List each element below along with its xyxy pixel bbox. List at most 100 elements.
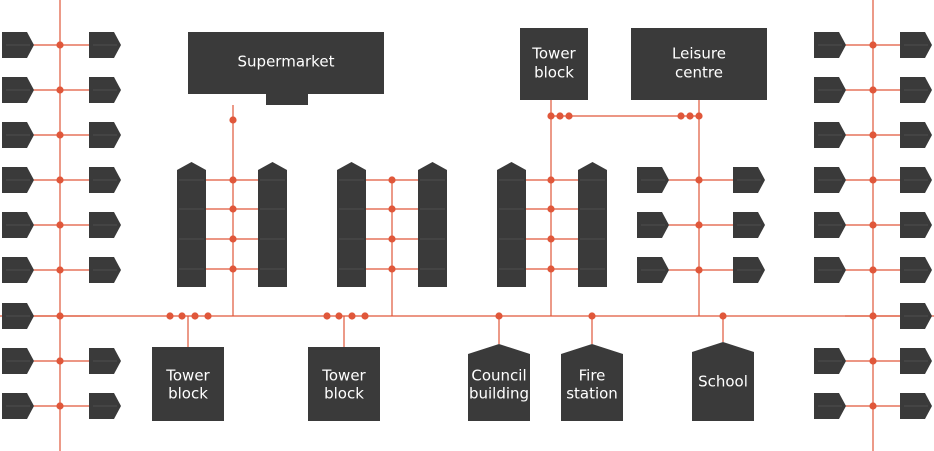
tower-block-a-label-line2: block: [168, 385, 208, 403]
house: [637, 257, 669, 283]
pipe-node: [869, 357, 877, 365]
houses-group: [2, 32, 932, 419]
house: [2, 122, 34, 148]
tower-block-small: [578, 162, 607, 287]
house: [900, 167, 932, 193]
tower-block-shape: [497, 162, 526, 287]
house: [89, 167, 121, 193]
council-building: Council building: [468, 344, 530, 421]
pipe-node: [695, 112, 703, 120]
pipe-node: [56, 266, 64, 274]
pipe-node: [869, 86, 877, 94]
leisure-centre-label-line1: Leisure: [672, 45, 726, 63]
pipe-node: [547, 265, 555, 273]
house: [2, 303, 34, 329]
pipe-node: [178, 312, 186, 320]
pipe-node: [229, 205, 237, 213]
pipe-node: [191, 312, 199, 320]
leisure-centre-label-line2: centre: [675, 64, 723, 82]
fire-station-label-line2: station: [566, 385, 618, 403]
tower-block-a-building: Tower block: [152, 347, 224, 421]
fire-station-label-line1: Fire: [579, 367, 606, 385]
pipe-node: [388, 235, 396, 243]
pipe-node: [56, 86, 64, 94]
pipe-node: [869, 176, 877, 184]
fire-station-building: Fire station: [561, 344, 623, 421]
pipe-node: [719, 312, 727, 320]
house: [89, 257, 121, 283]
pipe-node: [204, 312, 212, 320]
pipe-node: [495, 312, 503, 320]
pipe-node: [869, 312, 877, 320]
pipe-node: [56, 402, 64, 410]
labeled-buildings-group: Supermarket Tower block Leisure centre T…: [152, 28, 767, 421]
pipe-node: [686, 112, 694, 120]
house: [900, 212, 932, 238]
pipe-node: [695, 176, 703, 184]
house: [814, 393, 846, 419]
pipe-node: [869, 402, 877, 410]
pipe-node: [56, 41, 64, 49]
house: [89, 348, 121, 374]
tower-block-shape: [258, 162, 287, 287]
house: [814, 348, 846, 374]
pipe-node: [869, 131, 877, 139]
pipe-node: [869, 41, 877, 49]
pipe-node: [229, 116, 237, 124]
tower-block-a-label-line1: Tower: [165, 367, 210, 385]
house: [900, 77, 932, 103]
pipe-node: [229, 235, 237, 243]
tower-block-top-label-line2: block: [534, 64, 574, 82]
pipe-node: [388, 205, 396, 213]
network-nodes: [56, 41, 877, 410]
pipe-node: [547, 235, 555, 243]
pipe-node: [56, 221, 64, 229]
house: [2, 348, 34, 374]
house: [900, 257, 932, 283]
pipe-node: [56, 176, 64, 184]
house: [900, 122, 932, 148]
pipe-node: [677, 112, 685, 120]
tower-block-shape: [578, 162, 607, 287]
pipe-node: [565, 112, 573, 120]
pipe-node: [335, 312, 343, 320]
pipe-node: [229, 176, 237, 184]
council-building-label-line2: building: [469, 385, 529, 403]
house: [733, 167, 765, 193]
pipe-node: [388, 176, 396, 184]
pipe-node: [388, 265, 396, 273]
pipe-node: [695, 221, 703, 229]
tower-block-small: [497, 162, 526, 287]
house: [900, 393, 932, 419]
house: [814, 77, 846, 103]
pipe-node: [323, 312, 331, 320]
leisure-centre-building: Leisure centre: [631, 28, 767, 100]
house: [2, 32, 34, 58]
house: [2, 77, 34, 103]
pipe-node: [166, 312, 174, 320]
house: [2, 257, 34, 283]
house: [89, 32, 121, 58]
tower-block-small: [258, 162, 287, 287]
house: [89, 122, 121, 148]
pipe-node: [547, 205, 555, 213]
pipe-node: [56, 131, 64, 139]
pipe-node: [556, 112, 564, 120]
tower-blocks-group: [177, 162, 607, 287]
pipe-node: [588, 312, 596, 320]
pipe-node: [869, 221, 877, 229]
house: [814, 167, 846, 193]
pipe-node: [229, 265, 237, 273]
pipe-node: [547, 176, 555, 184]
school-label: School: [698, 373, 748, 391]
tower-block-small: [337, 162, 366, 287]
house: [2, 167, 34, 193]
tower-block-top-label-line1: Tower: [531, 45, 576, 63]
house: [2, 393, 34, 419]
house: [89, 393, 121, 419]
tower-block-top-building: Tower block: [520, 28, 588, 100]
house: [814, 257, 846, 283]
pipe-node: [56, 312, 64, 320]
tower-block-b-building: Tower block: [308, 347, 380, 421]
